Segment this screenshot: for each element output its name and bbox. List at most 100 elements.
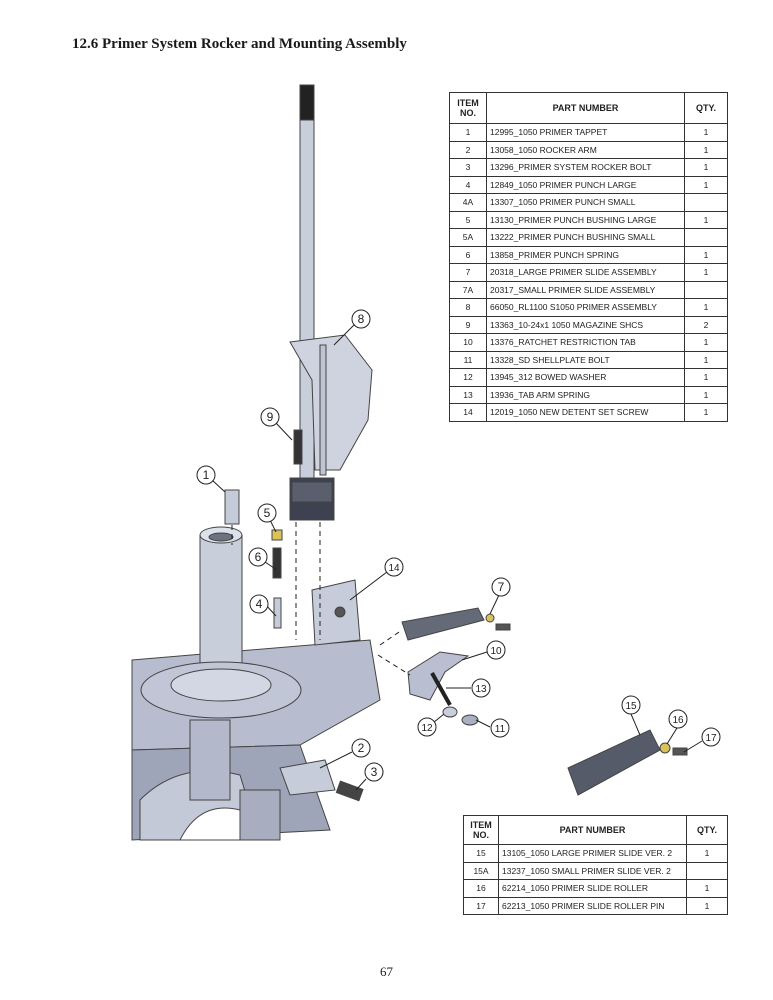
table-header-row: ITEM NO. PART NUMBER QTY.	[463, 815, 728, 845]
item-cell: 12	[449, 368, 487, 387]
page-title: 12.6 Primer System Rocker and Mounting A…	[72, 36, 407, 52]
callout-9	[260, 407, 280, 427]
callout-11	[490, 718, 510, 738]
qty-cell: 1	[684, 263, 728, 282]
header-item-no: ITEM NO.	[449, 92, 487, 124]
part-cell: 13363_10-24x1 1050 MAGAZINE SHCS	[486, 315, 685, 334]
qty-cell: 1	[684, 123, 728, 142]
callout-10	[486, 640, 506, 660]
item-cell: 1	[449, 123, 487, 142]
qty-cell	[684, 228, 728, 247]
part-cell: 13105_1050 LARGE PRIMER SLIDE VER. 2	[498, 844, 687, 863]
qty-cell: 1	[684, 298, 728, 317]
header-qty: QTY.	[686, 815, 728, 845]
part-cell: 13307_1050 PRIMER PUNCH SMALL	[486, 193, 685, 212]
callout-7	[491, 577, 511, 597]
qty-cell: 1	[684, 210, 728, 229]
part-cell: 13936_TAB ARM SPRING	[486, 385, 685, 404]
part-cell: 12849_1050 PRIMER PUNCH LARGE	[486, 175, 685, 194]
part-cell: 13328_SD SHELLPLATE BOLT	[486, 350, 685, 369]
part-cell: 13858_PRIMER PUNCH SPRING	[486, 245, 685, 264]
callout-label-3: 3	[371, 765, 378, 779]
qty-cell: 1	[684, 385, 728, 404]
callout-label-13: 13	[475, 684, 487, 695]
callout-label-12: 12	[421, 723, 433, 734]
alignment-lines	[231, 522, 411, 676]
callout-5	[257, 503, 277, 523]
qty-cell: 1	[684, 368, 728, 387]
callout-13	[471, 678, 491, 698]
callout-4	[249, 594, 269, 614]
callout-14	[384, 557, 404, 577]
callout-label-17: 17	[705, 733, 717, 744]
item-cell: 2	[449, 140, 487, 159]
item-cell: 13	[449, 385, 487, 404]
part-cell: 13222_PRIMER PUNCH BUSHING SMALL	[486, 228, 685, 247]
item-cell: 5	[449, 210, 487, 229]
callout-label-11: 11	[495, 724, 506, 735]
item-cell: 4A	[449, 193, 487, 212]
callout-label-2: 2	[358, 741, 365, 755]
item-cell: 7A	[449, 280, 487, 299]
qty-cell: 1	[684, 245, 728, 264]
item-cell: 17	[463, 896, 499, 915]
callout-8	[351, 309, 371, 329]
callout-label-1: 1	[203, 468, 210, 482]
part-cell: 13945_312 BOWED WASHER	[486, 368, 685, 387]
callout-bubbles	[196, 309, 721, 782]
callout-17	[701, 727, 721, 747]
callout-2	[351, 738, 371, 758]
callout-3	[364, 762, 384, 782]
qty-cell: 1	[686, 896, 728, 915]
item-cell: 3	[449, 158, 487, 177]
item-cell: 10	[449, 333, 487, 352]
part-cell: 12019_1050 NEW DETENT SET SCREW	[486, 403, 685, 422]
item-cell: 8	[449, 298, 487, 317]
qty-cell	[686, 861, 728, 880]
item-cell: 15A	[463, 861, 499, 880]
callout-label-10: 10	[490, 646, 502, 657]
item-cell: 15	[463, 844, 499, 863]
callout-label-9: 9	[267, 410, 274, 424]
item-cell: 5A	[449, 228, 487, 247]
qty-cell: 1	[684, 350, 728, 369]
header-item-no: ITEM NO.	[463, 815, 499, 845]
callout-label-15: 15	[625, 701, 637, 712]
part-cell: 66050_RL1100 S1050 PRIMER ASSEMBLY	[486, 298, 685, 317]
qty-cell: 1	[684, 175, 728, 194]
callout-leaders	[211, 324, 703, 791]
item-cell: 7	[449, 263, 487, 282]
callout-label-7: 7	[498, 580, 505, 594]
qty-cell: 1	[684, 140, 728, 159]
qty-cell: 1	[686, 844, 728, 863]
item-cell: 9	[449, 315, 487, 334]
callout-label-4: 4	[256, 597, 263, 611]
item-cell: 4	[449, 175, 487, 194]
callout-15	[621, 695, 641, 715]
part-cell: 20317_SMALL PRIMER SLIDE ASSEMBLY	[486, 280, 685, 299]
part-cell: 12995_1050 PRIMER TAPPET	[486, 123, 685, 142]
qty-cell: 1	[684, 333, 728, 352]
part-cell: 62214_1050 PRIMER SLIDE ROLLER	[498, 879, 687, 898]
qty-cell	[684, 280, 728, 299]
callout-1	[196, 465, 216, 485]
callout-12	[417, 717, 437, 737]
press-frame-illustration	[131, 84, 688, 841]
